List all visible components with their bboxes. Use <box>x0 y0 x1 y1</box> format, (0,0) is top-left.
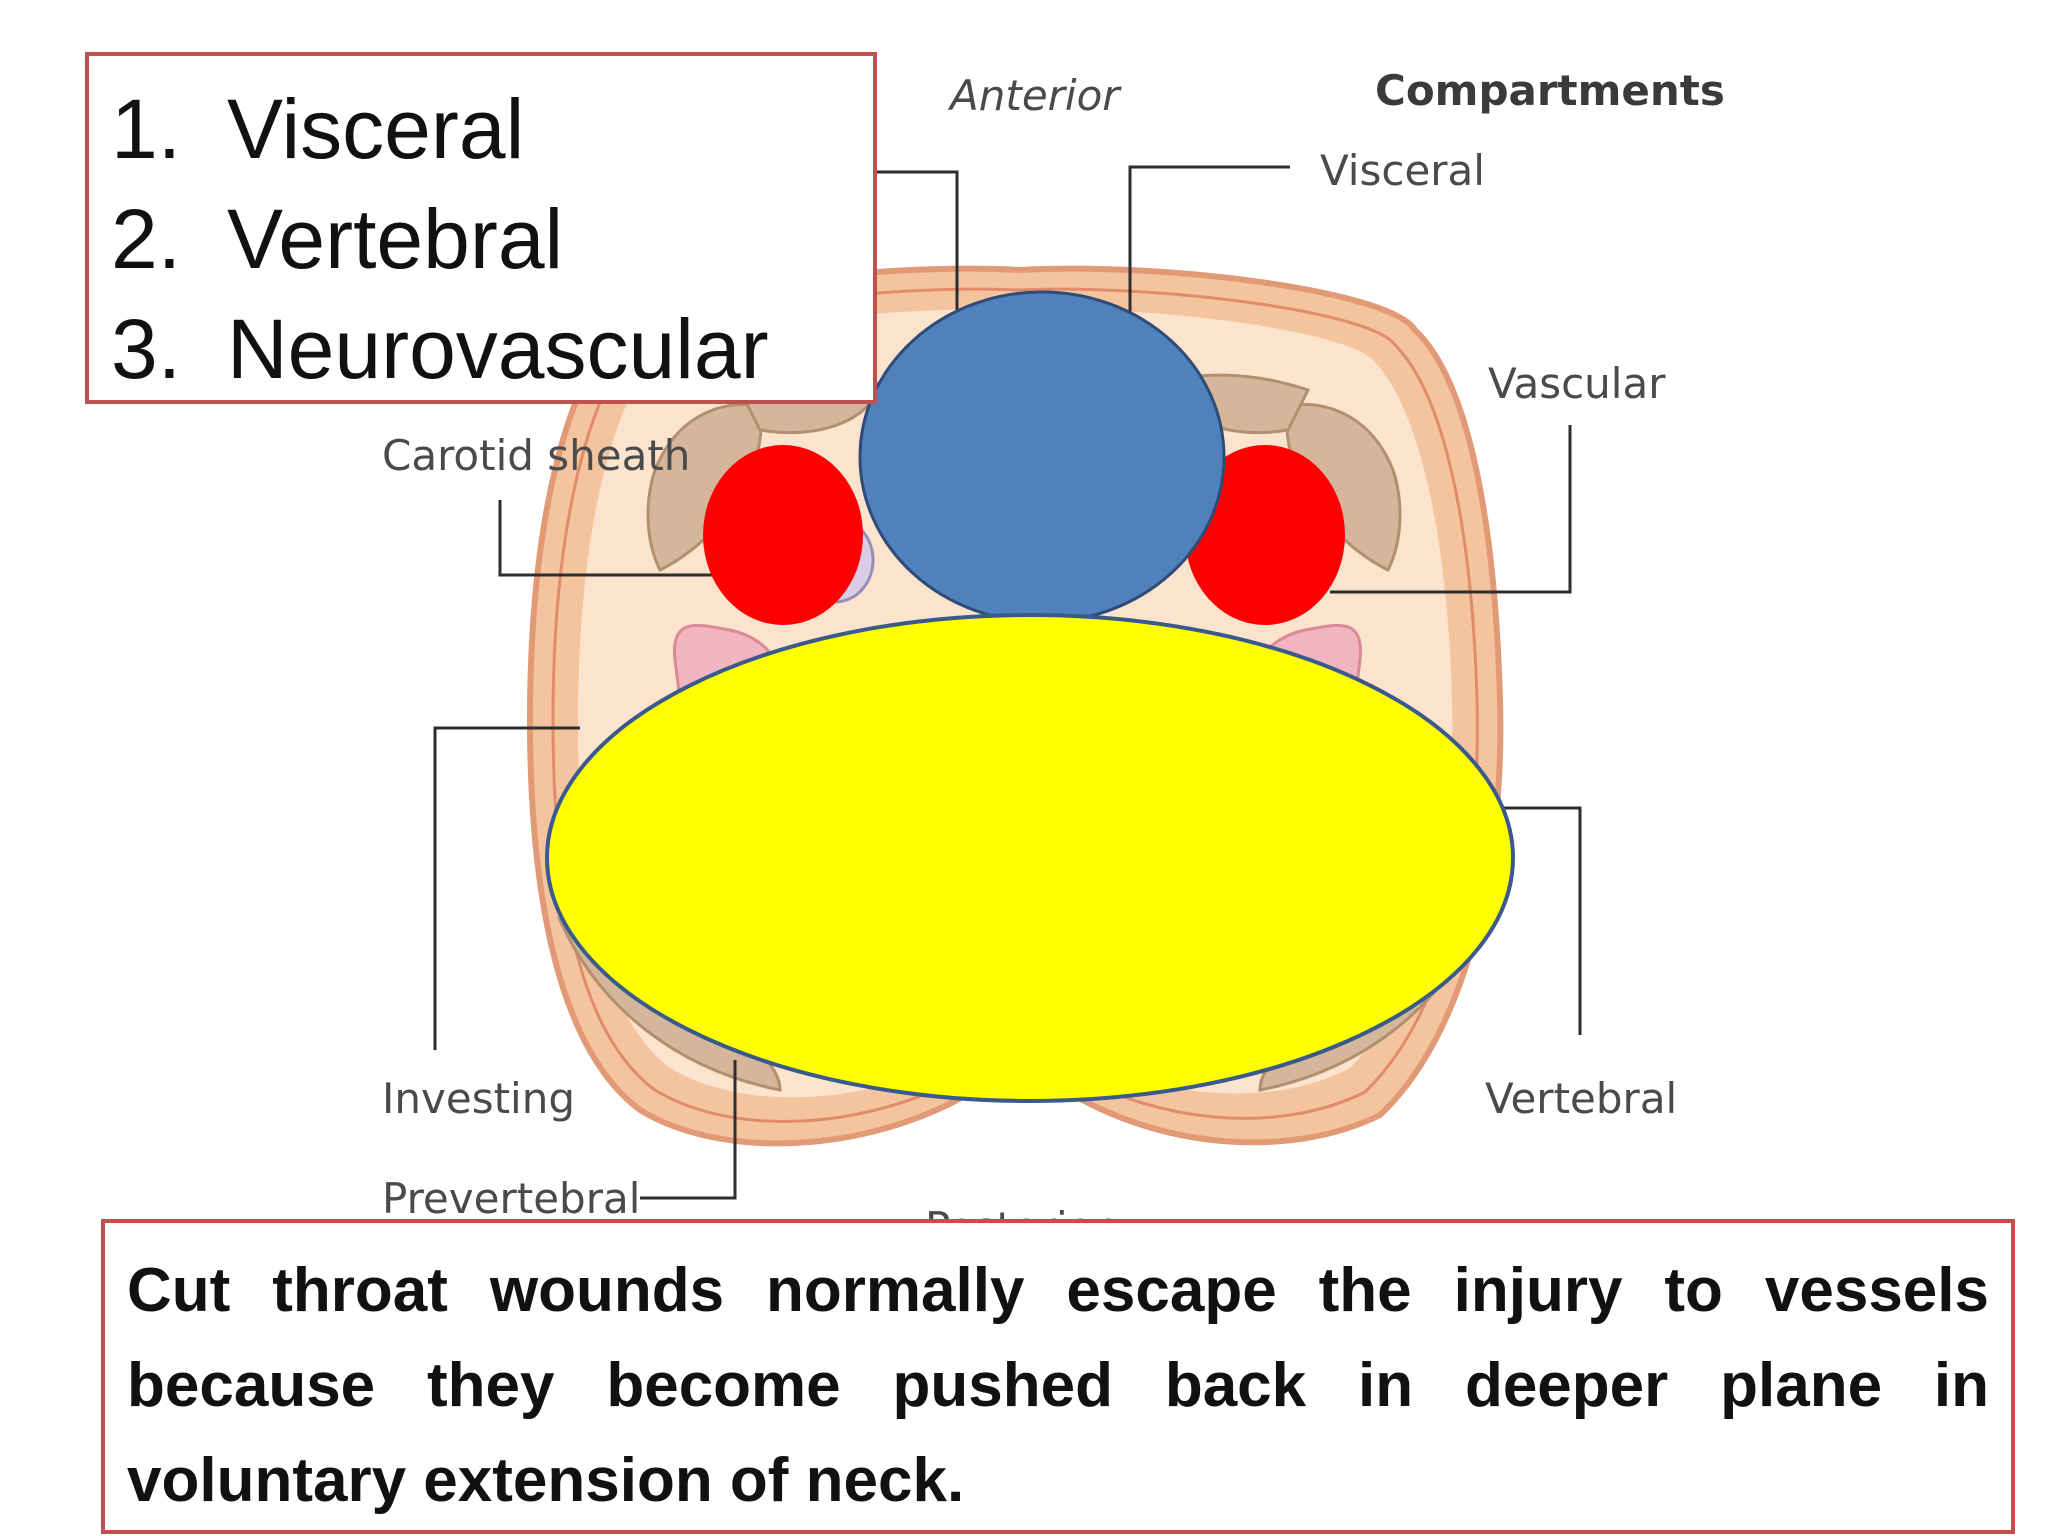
list-item: 1. Visceral <box>111 74 873 184</box>
leader-vascular <box>1330 425 1572 594</box>
leader-carotid-sheath <box>498 500 760 577</box>
list-item-name: Visceral <box>227 82 525 176</box>
leader-lines <box>433 165 1582 1200</box>
neurovascular-overlay-left <box>703 445 863 625</box>
vascular-label: Vascular <box>1488 359 1666 408</box>
list-item: 3. Neurovascular <box>111 294 873 404</box>
compartments-heading: Compartments <box>1375 66 1725 115</box>
anterior-label: Anterior <box>947 71 1122 120</box>
list-item-number: 3. <box>111 302 182 396</box>
diagram-labels: Anterior Compartments Visceral Vascular … <box>382 66 1725 1252</box>
compartment-list-box: 1. Visceral 2. Vertebral 3. Neurovascula… <box>85 52 877 404</box>
leader-prevertebral <box>640 1060 737 1200</box>
leader-anterior-structure <box>877 170 959 330</box>
visceral-label: Visceral <box>1320 146 1485 195</box>
list-item-name: Vertebral <box>227 192 564 286</box>
leader-investing <box>433 726 580 1050</box>
vertebral-label: Vertebral <box>1485 1074 1677 1123</box>
prevertebral-label: Prevertebral <box>382 1174 640 1223</box>
clinical-note-box: Cut throat wounds normally escape the in… <box>101 1219 2015 1534</box>
investing-label: Investing <box>382 1074 575 1123</box>
neurovascular-overlay-right <box>1185 445 1345 625</box>
list-item-number: 2. <box>111 192 182 286</box>
list-item-number: 1. <box>111 82 182 176</box>
list-item-name: Neurovascular <box>227 302 769 396</box>
carotid-sheath-label: Carotid sheath <box>382 431 690 480</box>
list-item: 2. Vertebral <box>111 184 873 294</box>
leader-vertebral <box>1480 806 1582 1035</box>
compartment-overlays <box>545 290 1515 1103</box>
visceral-overlay <box>858 290 1226 624</box>
vertebral-overlay <box>545 613 1515 1103</box>
clinical-note-text: Cut throat wounds normally escape the in… <box>127 1256 1989 1515</box>
